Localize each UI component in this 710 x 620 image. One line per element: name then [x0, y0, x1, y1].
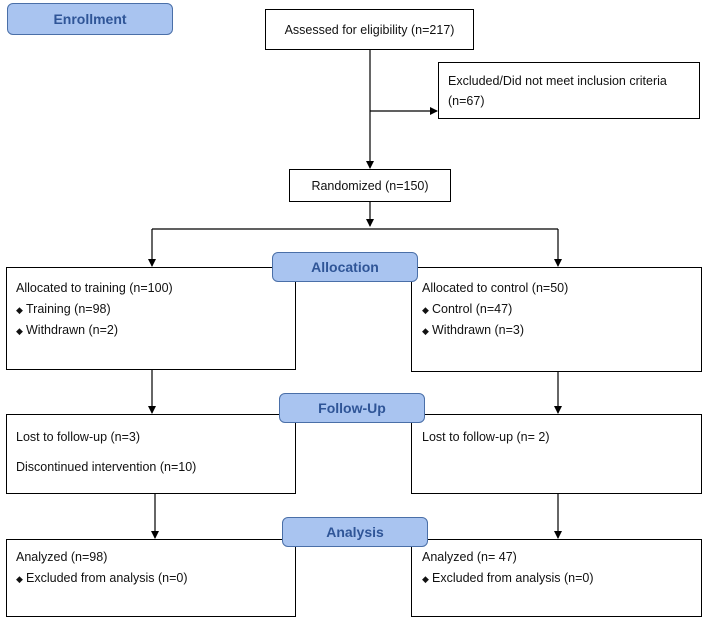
control-excluded-analysis: ◆Excluded from analysis (n=0) — [422, 571, 594, 585]
control-lost-text: Lost to follow-up (n= 2) — [422, 430, 550, 444]
bullet-icon: ◆ — [422, 574, 429, 584]
stage-enrollment-label: Enrollment — [53, 11, 127, 27]
stage-analysis: Analysis — [282, 517, 428, 547]
excluded-text-line1: Excluded/Did not meet inclusion criteria — [448, 74, 667, 88]
randomized-box: Randomized (n=150) — [289, 169, 451, 202]
stage-enrollment: Enrollment — [7, 3, 173, 35]
control-withdrawn-label: Withdrawn (n=3) — [432, 323, 525, 337]
bullet-icon: ◆ — [422, 326, 429, 336]
control-item-label: Control (n=47) — [432, 302, 513, 316]
control-analysis-box: Analyzed (n= 47) ◆Excluded from analysis… — [411, 539, 702, 617]
bullet-icon: ◆ — [16, 305, 23, 315]
training-followup-box: Lost to follow-up (n=3) Discontinued int… — [6, 414, 296, 494]
bullet-icon: ◆ — [422, 305, 429, 315]
bullet-icon: ◆ — [16, 326, 23, 336]
training-analyzed-text: Analyzed (n=98) — [16, 550, 108, 564]
control-withdrawn-item: ◆Withdrawn (n=3) — [422, 323, 524, 337]
bullet-icon: ◆ — [16, 574, 23, 584]
excluded-text-line2: (n=67) — [448, 94, 485, 108]
control-followup-box: Lost to follow-up (n= 2) — [411, 414, 702, 494]
stage-follow-up: Follow-Up — [279, 393, 425, 423]
control-allocation-box: Allocated to control (n=50) ◆Control (n=… — [411, 267, 702, 372]
excluded-box: Excluded/Did not meet inclusion criteria… — [438, 62, 700, 119]
training-allocation-box: Allocated to training (n=100) ◆Training … — [6, 267, 296, 370]
stage-analysis-label: Analysis — [326, 524, 384, 540]
training-withdrawn-label: Withdrawn (n=2) — [26, 323, 119, 337]
randomized-text: Randomized (n=150) — [311, 178, 429, 193]
stage-follow-up-label: Follow-Up — [318, 400, 386, 416]
training-allocated-text: Allocated to training (n=100) — [16, 281, 173, 295]
assessed-box: Assessed for eligibility (n=217) — [265, 9, 474, 50]
control-allocated-text: Allocated to control (n=50) — [422, 281, 569, 295]
control-item: ◆Control (n=47) — [422, 302, 512, 316]
training-discontinued-text: Discontinued intervention (n=10) — [16, 460, 197, 474]
training-withdrawn-item: ◆Withdrawn (n=2) — [16, 323, 118, 337]
training-lost-text: Lost to follow-up (n=3) — [16, 430, 141, 444]
control-analyzed-text: Analyzed (n= 47) — [422, 550, 517, 564]
stage-allocation-label: Allocation — [311, 259, 379, 275]
training-excluded-analysis: ◆Excluded from analysis (n=0) — [16, 571, 188, 585]
training-analysis-box: Analyzed (n=98) ◆Excluded from analysis … — [6, 539, 296, 617]
training-item-label: Training (n=98) — [26, 302, 111, 316]
stage-allocation: Allocation — [272, 252, 418, 282]
training-excluded-analysis-label: Excluded from analysis (n=0) — [26, 571, 188, 585]
control-excluded-analysis-label: Excluded from analysis (n=0) — [432, 571, 594, 585]
assessed-text: Assessed for eligibility (n=217) — [284, 22, 455, 37]
training-item: ◆Training (n=98) — [16, 302, 111, 316]
